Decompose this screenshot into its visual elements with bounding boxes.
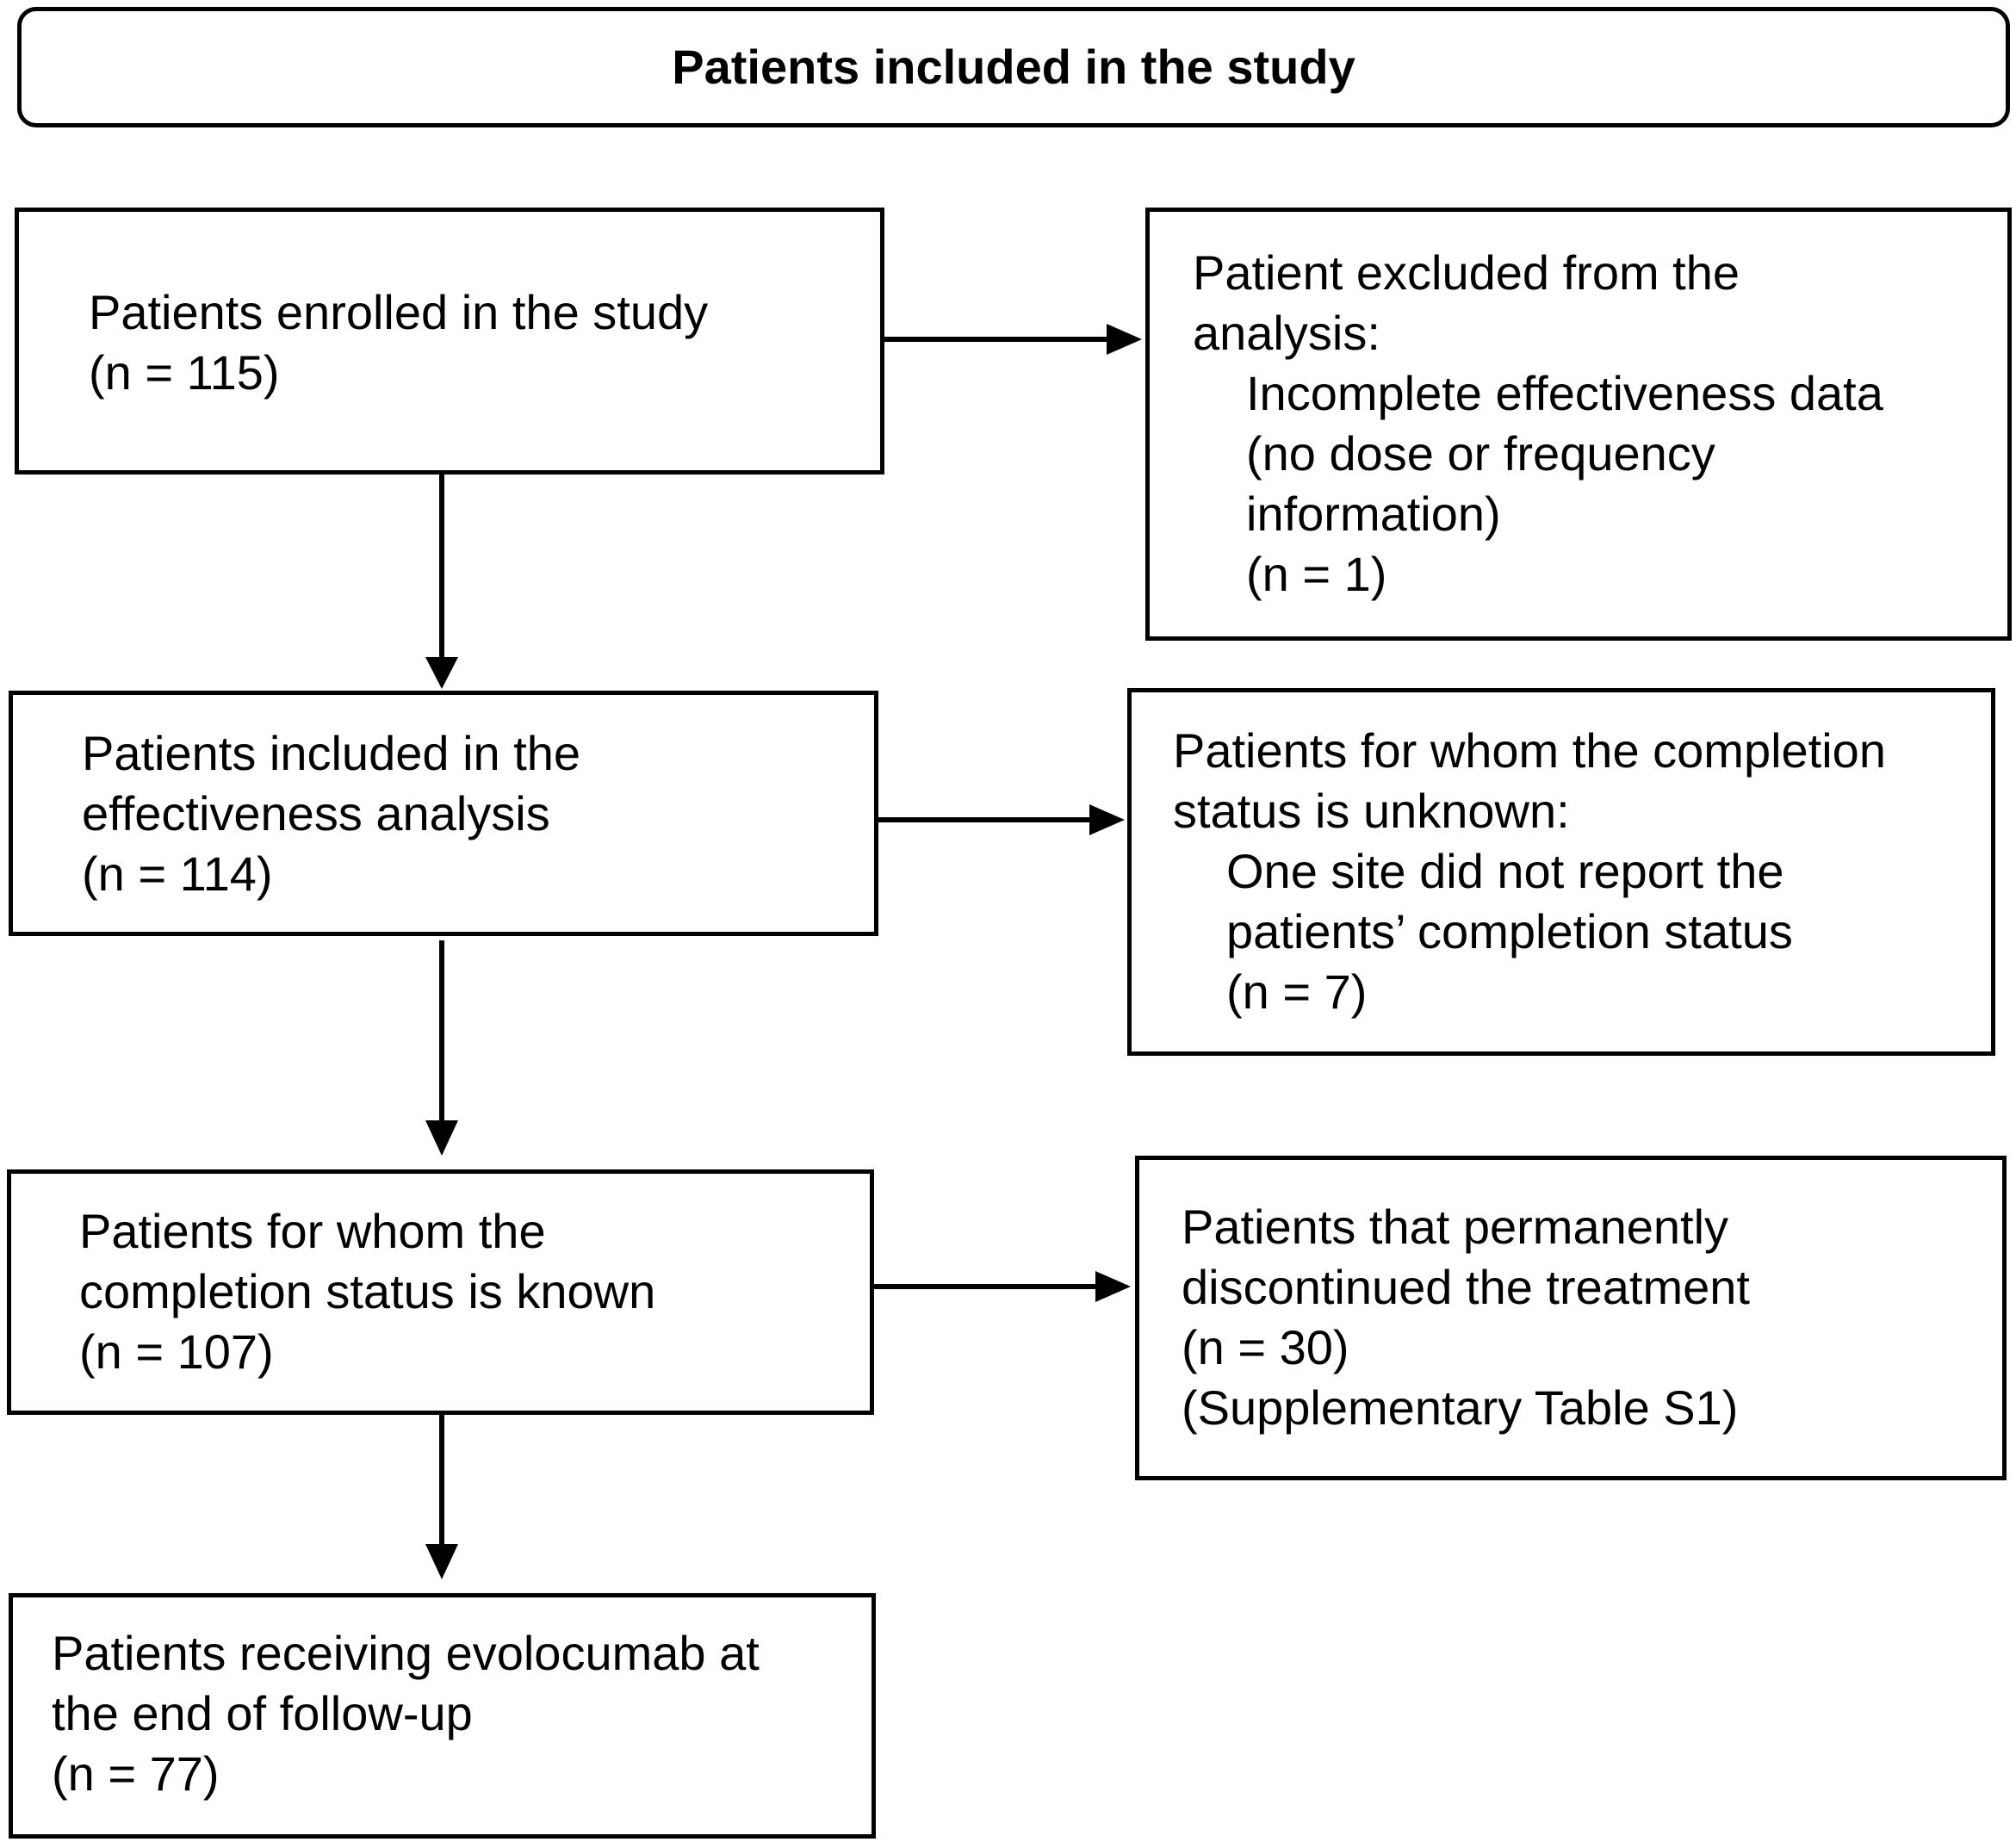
excluded-header-line2: analysis: — [1193, 306, 1380, 360]
excluded-text: Patient excluded from the analysis: Inco… — [1193, 243, 1883, 605]
arrow-effectiveness-to-known-head — [425, 1120, 458, 1156]
unknown-status-text: Patients for whom the completion status … — [1173, 721, 1886, 1022]
effectiveness-text: Patients included in the effectiveness a… — [82, 723, 580, 904]
discontinued-count: (n = 30) — [1182, 1320, 1349, 1374]
enrolled-text: Patients enrolled in the study (n = 115) — [89, 282, 708, 403]
arrow-known-to-discontinued-head — [1095, 1271, 1131, 1302]
enrolled-count: (n = 115) — [89, 345, 280, 400]
unknown-status-header-line1: Patients for whom the completion — [1173, 723, 1886, 778]
discontinued-box — [1135, 1156, 2007, 1480]
known-status-text: Patients for whom the completion status … — [79, 1201, 655, 1382]
excluded-detail-line1: Incomplete effectiveness data — [1246, 366, 1883, 420]
excluded-detail-line2: (no dose or frequency — [1246, 426, 1715, 481]
discontinued-note: (Supplementary Table S1) — [1182, 1380, 1739, 1435]
known-status-label-line1: Patients for whom the — [79, 1204, 546, 1258]
receiving-label-line2: the end of follow-up — [52, 1686, 473, 1740]
arrow-known-to-receiving-head — [425, 1544, 458, 1579]
excluded-header-line1: Patient excluded from the — [1193, 245, 1740, 300]
discontinued-label-line1: Patients that permanently — [1182, 1200, 1729, 1254]
known-status-label-line2: completion status is known — [79, 1264, 656, 1318]
excluded-box — [1145, 208, 2012, 641]
unknown-status-count: (n = 7) — [1226, 964, 1368, 1019]
excluded-detail-line3: information) — [1246, 487, 1501, 541]
effectiveness-label-line1: Patients included in the — [82, 726, 581, 780]
receiving-count: (n = 77) — [52, 1746, 220, 1801]
unknown-status-detail-line1: One site did not report the — [1226, 844, 1784, 898]
discontinued-label-line2: discontinued the treatment — [1182, 1260, 1750, 1314]
title-box: Patients included in the study — [17, 7, 2010, 127]
unknown-status-detail-line2: patients’ completion status — [1226, 904, 1793, 958]
discontinued-text: Patients that permanently discontinued t… — [1182, 1197, 1750, 1438]
receiving-label-line1: Patients receiving evolocumab at — [52, 1626, 760, 1680]
effectiveness-box — [9, 691, 878, 936]
effectiveness-count: (n = 114) — [82, 847, 273, 901]
diagram-title: Patients included in the study — [672, 40, 1355, 94]
enrolled-box — [15, 208, 884, 474]
excluded-count: (n = 1) — [1246, 547, 1387, 601]
arrow-enrolled-to-excluded-head — [1107, 324, 1142, 355]
known-status-count: (n = 107) — [79, 1324, 274, 1379]
effectiveness-label-line2: effectiveness analysis — [82, 786, 550, 840]
receiving-box — [9, 1593, 876, 1839]
unknown-status-box — [1127, 688, 1995, 1056]
enrolled-label: Patients enrolled in the study — [89, 285, 709, 339]
receiving-text: Patients receiving evolocumab at the end… — [52, 1623, 760, 1804]
arrow-enrolled-to-effectiveness-head — [425, 657, 458, 689]
unknown-status-header-line2: status is unknown: — [1173, 784, 1570, 838]
known-status-box — [7, 1169, 874, 1415]
arrow-effectiveness-to-unknown-head — [1089, 804, 1125, 835]
